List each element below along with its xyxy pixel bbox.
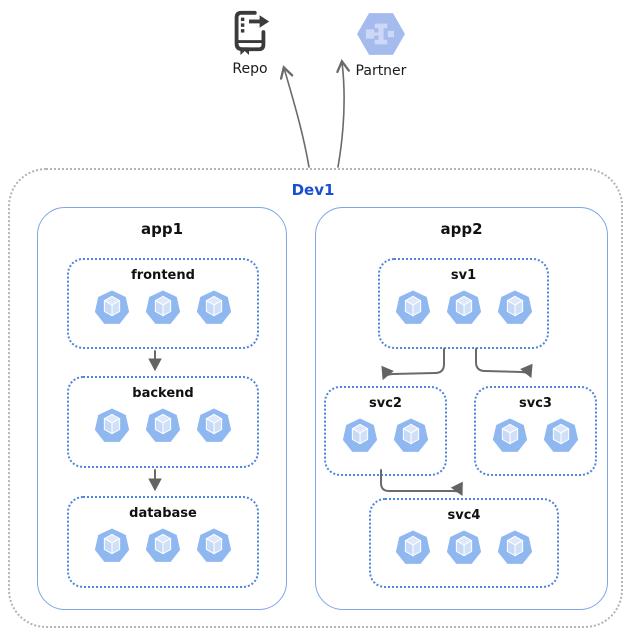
frontend-label: frontend	[131, 268, 195, 283]
service-backend: backend	[67, 376, 259, 468]
database-label: database	[129, 506, 197, 521]
app1-box: app1 frontend backend database	[37, 207, 287, 610]
pod-icon	[94, 290, 130, 324]
dev1-label: Dev1	[291, 181, 335, 199]
app1-label: app1	[140, 220, 184, 238]
service-svc4: svc4	[369, 498, 559, 588]
pod-icon	[196, 408, 232, 442]
repo-node: Repo	[220, 9, 280, 76]
pod-icon	[497, 290, 532, 324]
svc2-pods	[342, 417, 429, 455]
service-database: database	[67, 496, 259, 588]
pod-icon	[145, 408, 181, 442]
backend-pods	[94, 407, 232, 445]
backend-label: backend	[132, 386, 194, 401]
service-svc2: svc2	[324, 386, 447, 476]
pod-icon	[543, 418, 579, 452]
source-repository-icon	[234, 10, 270, 55]
svc4-label: svc4	[447, 508, 481, 523]
pod-icon	[145, 528, 181, 562]
sv1-label: sv1	[450, 268, 477, 283]
pod-icon	[196, 290, 232, 324]
pod-icon	[446, 290, 481, 324]
svc2-label: svc2	[369, 396, 402, 411]
service-sv1: sv1	[378, 258, 549, 349]
app2-box: app2 sv1 svc2 svc3 svc4	[315, 207, 608, 610]
svc3-label: svc3	[519, 396, 552, 411]
partner-label: Partner	[355, 63, 407, 79]
pod-icon	[395, 290, 430, 324]
pod-icon	[145, 290, 181, 324]
partner-node: Partner	[349, 11, 413, 78]
pod-icon	[196, 528, 232, 562]
svc3-pods	[492, 417, 579, 455]
app2-label: app2	[440, 220, 483, 238]
pod-icon	[94, 408, 130, 442]
edge-dev1-partner	[336, 58, 350, 168]
pod-icon	[492, 418, 528, 452]
pod-icon	[395, 530, 431, 564]
database-pods	[94, 527, 232, 565]
service-frontend: frontend	[67, 258, 259, 349]
pod-icon	[446, 530, 482, 564]
dev1-boundary: Dev1 app1 frontend backend database app2…	[8, 168, 623, 628]
frontend-pods	[94, 289, 232, 327]
svc4-pods	[395, 529, 533, 567]
partner-hexagon-icon	[357, 13, 405, 55]
pod-icon	[393, 418, 429, 452]
repo-label: Repo	[232, 61, 268, 77]
service-svc3: svc3	[474, 386, 597, 476]
pod-icon	[497, 530, 533, 564]
edge-dev1-repo	[279, 65, 310, 168]
pod-icon	[342, 418, 378, 452]
sv1-pods	[395, 289, 533, 327]
pod-icon	[94, 528, 130, 562]
